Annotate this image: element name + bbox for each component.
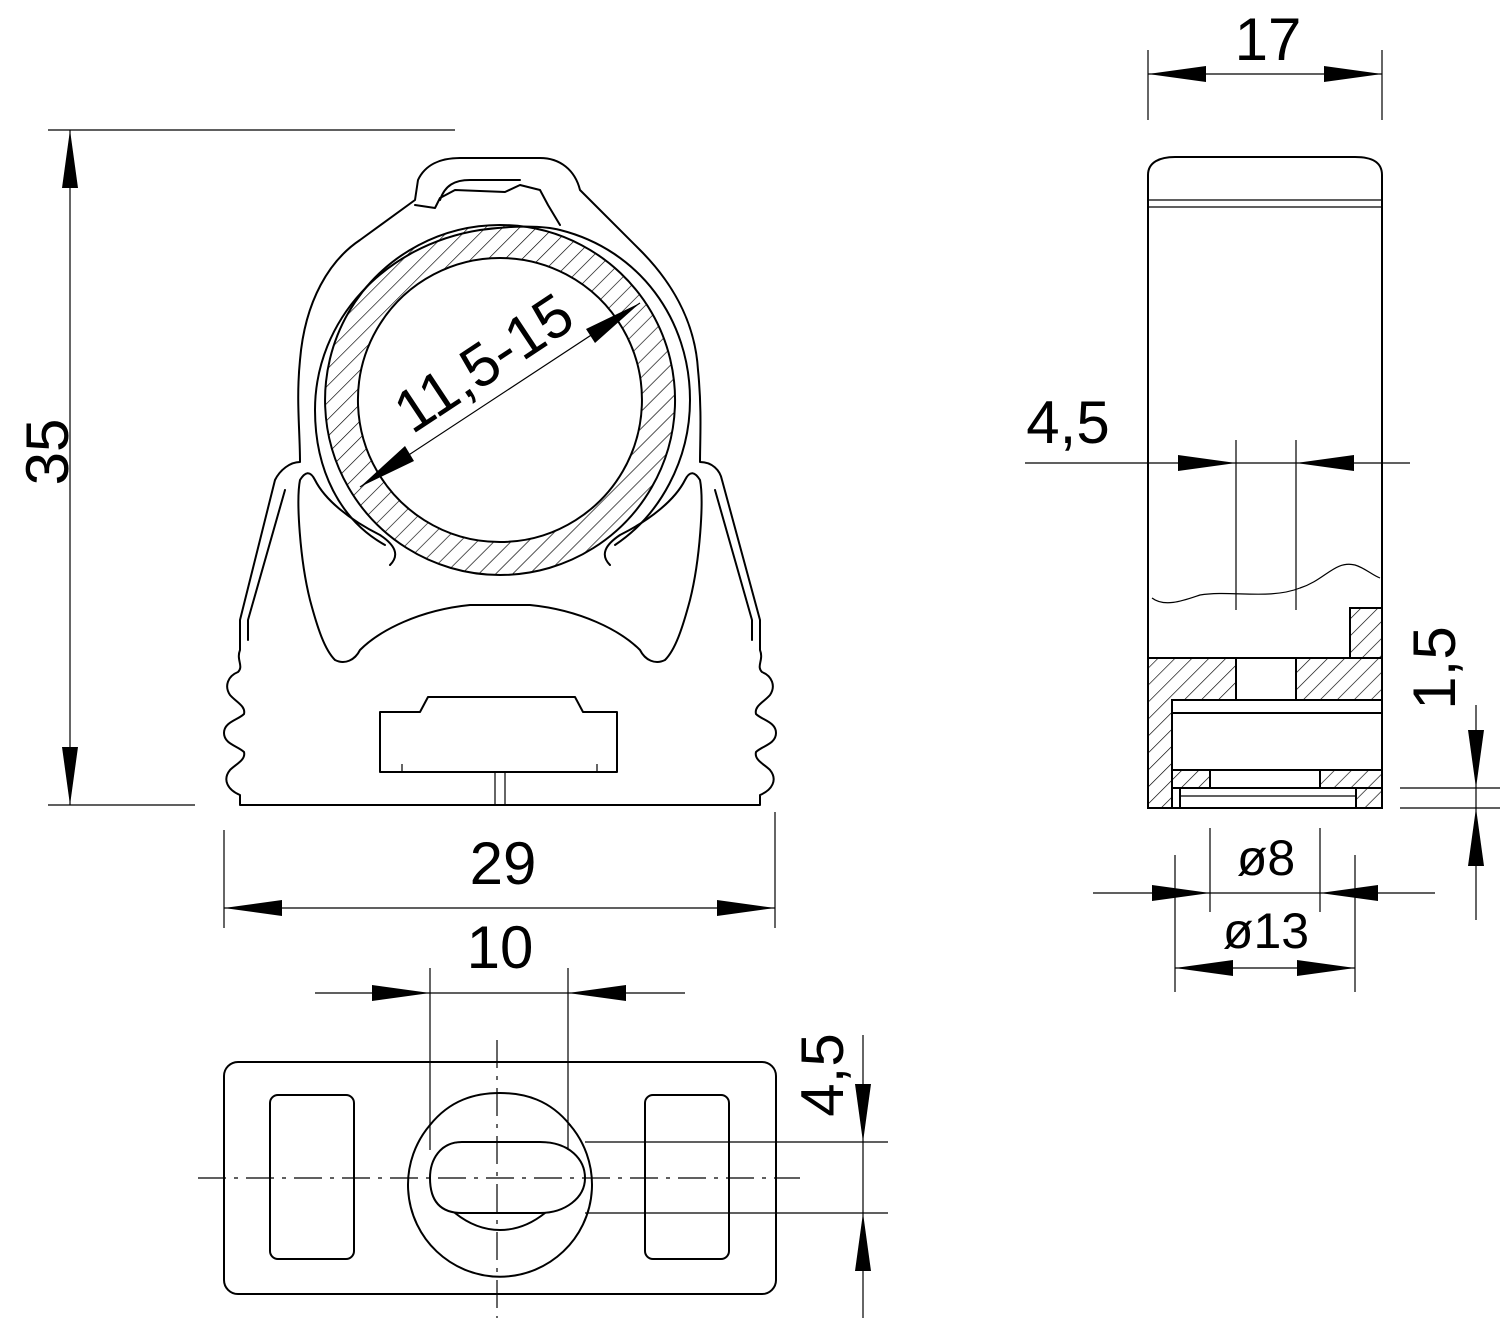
slot-spacing-label: 10 bbox=[467, 914, 534, 981]
side-body bbox=[1147, 156, 1383, 809]
base-slot-height-label: 4,5 bbox=[789, 1033, 856, 1116]
overall-height-label: 35 bbox=[14, 419, 81, 486]
bore-large-label: ø13 bbox=[1223, 903, 1309, 959]
depth-arrow-left bbox=[1148, 66, 1206, 82]
slot-right bbox=[644, 1094, 730, 1260]
tube-section bbox=[324, 224, 677, 576]
base-window bbox=[379, 696, 618, 773]
overall-width-label: 29 bbox=[470, 830, 537, 897]
pin-arrow-right bbox=[1296, 455, 1354, 471]
base-section-bottom-left bbox=[1171, 769, 1211, 789]
top-latch bbox=[414, 179, 561, 226]
tube-diameter-label: 11,5-15 bbox=[382, 280, 585, 446]
front-view: 11,5-15 35 29 bbox=[14, 129, 777, 928]
slot-spacing-arrow-left bbox=[372, 985, 430, 1001]
snap-arm-left bbox=[297, 472, 703, 663]
side-view: 17 4,5 1,5 ø8 ø13 bbox=[1025, 6, 1500, 992]
clip-body-inner bbox=[247, 489, 753, 641]
depth-label: 17 bbox=[1235, 6, 1302, 73]
slot-left bbox=[269, 1094, 355, 1260]
thickness-arrow-top bbox=[1468, 730, 1484, 788]
height-arrow-bottom bbox=[62, 747, 78, 805]
tube-dim-arrow-start bbox=[360, 446, 414, 487]
pin-arrow-left bbox=[1178, 455, 1236, 471]
slot-spacing-arrow-right bbox=[568, 985, 626, 1001]
base-slot-arrow-top bbox=[855, 1084, 871, 1142]
base-slot-arrow-bottom bbox=[855, 1213, 871, 1271]
pin-width-label: 4,5 bbox=[1026, 389, 1109, 456]
bore-large-arrow-left bbox=[1175, 960, 1233, 976]
bushing-slot bbox=[429, 1141, 586, 1214]
bottom-view: 10 4,5 bbox=[198, 914, 888, 1318]
width-arrow-left bbox=[224, 900, 282, 916]
base-section-bottom-right bbox=[1319, 769, 1383, 789]
clip-body-outline bbox=[223, 157, 777, 806]
height-arrow-top bbox=[62, 130, 78, 188]
thickness-arrow-bottom bbox=[1468, 808, 1484, 866]
bore-large-arrow-right bbox=[1297, 960, 1355, 976]
break-line bbox=[1151, 563, 1381, 604]
depth-arrow-right bbox=[1324, 66, 1382, 82]
bushing-outer bbox=[407, 1124, 593, 1278]
width-arrow-right bbox=[717, 900, 775, 916]
bore-small-arrow-left bbox=[1152, 885, 1210, 901]
bore-small-label: ø8 bbox=[1237, 830, 1295, 886]
bore-small-arrow-right bbox=[1320, 885, 1378, 901]
base-thickness-label: 1,5 bbox=[1401, 626, 1468, 709]
tube-dim-arrow-end bbox=[586, 303, 640, 343]
